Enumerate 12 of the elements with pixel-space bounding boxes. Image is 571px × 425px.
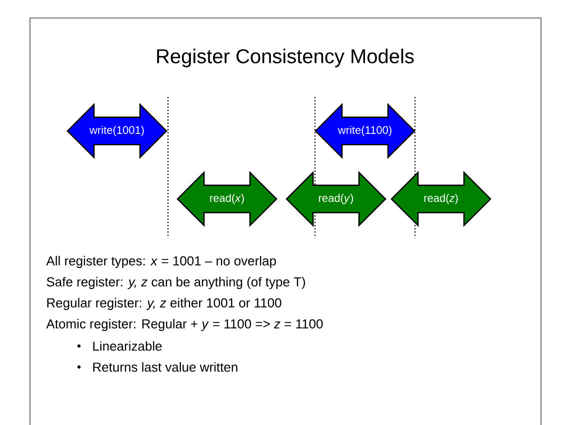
text-line: Atomic register: Regular + y = 1100 => z = 1100 xyxy=(46,318,323,332)
text-line: Safe register: y, z can be anything (of type T) xyxy=(46,276,306,290)
text-line: All register types: x = 1001 – no overlap xyxy=(46,256,276,268)
operation-interval: read(z) xyxy=(390,170,492,228)
operation-interval: read(y) xyxy=(286,170,386,228)
text-line: Regular register: y, z either 1001 or 1100 xyxy=(47,298,282,310)
bullet-text: Linearizable xyxy=(93,341,162,351)
bullet-text: Returns last value written xyxy=(93,362,238,372)
operation-interval: read(x) xyxy=(176,170,278,228)
operation-interval: write(1100) xyxy=(314,102,416,160)
title: Register Consistency Models xyxy=(157,48,414,68)
operation-interval: write(1001) xyxy=(66,102,168,160)
